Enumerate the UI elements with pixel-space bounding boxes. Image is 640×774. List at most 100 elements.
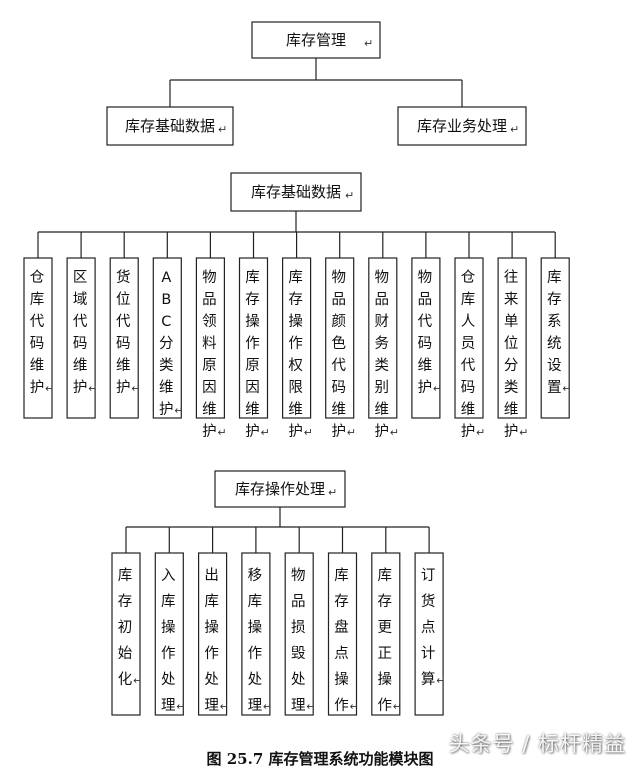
basic-child-box xyxy=(282,257,312,419)
paragraph-mark: ↵ xyxy=(304,426,313,439)
figure-caption: 图 25.7 库存管理系统功能模块图 xyxy=(206,750,434,768)
operation-child-char: 物 xyxy=(291,567,306,584)
paragraph-mark: ↵ xyxy=(433,382,442,395)
basic-child-char: 域 xyxy=(73,291,88,308)
node-top-child-label: 库存业务处理 xyxy=(417,117,507,135)
paragraph-mark: ↵ xyxy=(519,426,528,439)
operation-child-char: 操 xyxy=(248,619,263,636)
basic-child-box xyxy=(368,257,398,419)
basic-child-char: 作 xyxy=(245,335,260,352)
operation-child-char: 移 xyxy=(248,567,263,584)
basic-child-char: 统 xyxy=(547,335,562,352)
basic-child-char: 置 xyxy=(547,380,562,396)
basic-child-char: 物 xyxy=(375,269,390,286)
basic-child-char: 财 xyxy=(375,313,390,330)
top-tree: 库存管理 库存基础数据 库存业务处理 xyxy=(106,21,527,146)
operation-child-char: 处 xyxy=(204,671,219,688)
basic-child-char: 分 xyxy=(504,357,519,374)
basic-child-char: 操 xyxy=(288,313,303,330)
basic-child-char: 护 xyxy=(288,423,303,440)
operation-child-char: 操 xyxy=(204,619,219,636)
operation-child-char: 库 xyxy=(248,593,263,610)
operation-child-box xyxy=(327,552,358,716)
operation-child-char: 操 xyxy=(334,671,349,688)
basic-child-char: 作 xyxy=(288,335,303,352)
basic-child-char: B xyxy=(161,292,171,308)
basic-child-char: 区 xyxy=(73,270,88,286)
basic-child-char: 存 xyxy=(547,291,562,308)
basic-child-char: 位 xyxy=(504,335,519,352)
operation-child-char: 操 xyxy=(161,619,176,636)
operation-child-char: 订 xyxy=(421,567,436,584)
paragraph-mark: ↵ xyxy=(345,189,354,202)
basic-child-char: 代 xyxy=(418,313,433,330)
operation-child-char: 算 xyxy=(421,671,436,688)
basic-child-char: 品 xyxy=(418,291,433,308)
basic-tree: 库存基础数据 仓库代码维护↵仓库代码维护区域代码维护↵区域代码维护货位代码维护↵… xyxy=(23,172,571,440)
basic-child-char: 仓 xyxy=(461,269,476,286)
basic-child-char: 代 xyxy=(116,313,131,330)
basic-child-char: 维 xyxy=(418,357,433,374)
basic-child-box xyxy=(195,257,225,419)
basic-child-char: 设 xyxy=(547,357,562,374)
operation-child-char: 作 xyxy=(378,697,393,714)
node-top-root-label: 库存管理 xyxy=(286,31,346,49)
basic-child-char: 码 xyxy=(30,335,45,352)
operation-child-char: 初 xyxy=(118,619,133,636)
operation-child-char: 毁 xyxy=(291,645,306,662)
operation-child-char: 库 xyxy=(334,567,349,584)
operation-child-char: 化 xyxy=(118,671,133,688)
operation-child-box xyxy=(414,552,444,716)
operation-child-char: 处 xyxy=(291,671,306,688)
basic-child-char: 仓 xyxy=(30,269,45,286)
paragraph-mark: ↵ xyxy=(174,404,183,417)
basic-child-char: 代 xyxy=(331,357,346,374)
basic-child-char: 维 xyxy=(116,357,131,374)
basic-child-char: 维 xyxy=(331,401,346,418)
basic-child-char: 务 xyxy=(375,335,390,352)
paragraph-mark: ↵ xyxy=(306,700,315,713)
operation-child-char: 正 xyxy=(378,646,393,662)
basic-child-char: 类 xyxy=(159,357,174,374)
node-basic-root-box xyxy=(230,172,362,212)
paragraph-mark: ↵ xyxy=(176,700,185,713)
paragraph-mark: ↵ xyxy=(347,426,356,439)
basic-child-char: 分 xyxy=(159,335,174,352)
basic-child-char: 码 xyxy=(461,379,476,396)
basic-child-char: 维 xyxy=(375,401,390,418)
operation-child-box xyxy=(111,552,141,716)
basic-child-char: 领 xyxy=(202,313,217,330)
basic-child-box xyxy=(109,257,139,419)
operation-tree: 库存操作处理 库存初始化↵库存初始化入库操作处理↵入库操作处理出库操作处理↵出库… xyxy=(111,470,445,716)
operation-child-char: 处 xyxy=(161,671,176,688)
paragraph-mark: ↵ xyxy=(218,123,227,136)
node-top-child-box xyxy=(397,106,527,146)
basic-child-char: 颜 xyxy=(331,313,346,330)
basic-child-box xyxy=(23,257,53,419)
operation-child-box xyxy=(241,552,271,716)
operation-child-char: 存 xyxy=(378,593,393,610)
paragraph-mark: ↵ xyxy=(263,700,272,713)
basic-child-char: 人 xyxy=(461,313,476,330)
basic-child-char: 代 xyxy=(461,357,476,374)
operation-child-char: 理 xyxy=(204,698,219,714)
operation-child-char: 点 xyxy=(421,619,436,636)
basic-child-char: 货 xyxy=(116,269,131,286)
operation-child-box xyxy=(284,552,314,716)
basic-child-char: 品 xyxy=(202,291,217,308)
basic-child-char: 护 xyxy=(116,379,131,396)
paragraph-mark: ↵ xyxy=(562,382,571,395)
basic-child-char: 护 xyxy=(375,423,390,440)
paragraph-mark: ↵ xyxy=(45,382,54,395)
operation-child-char: 入 xyxy=(161,568,176,584)
basic-child-char: 码 xyxy=(73,335,88,352)
basic-child-char: C xyxy=(161,314,171,330)
basic-child-box xyxy=(238,257,269,419)
